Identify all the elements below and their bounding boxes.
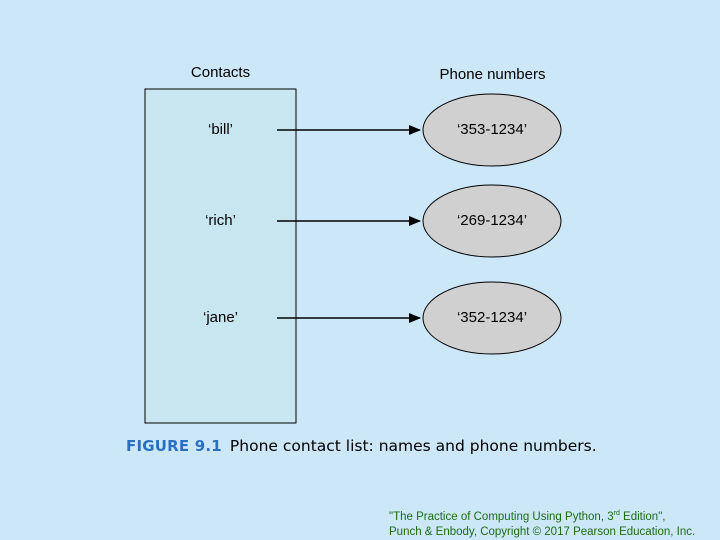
copyright-credit: "The Practice of Computing Using Python,… (389, 506, 695, 540)
contact-name-bill: ‘bill’ (207, 121, 233, 138)
phone-ellipse-bill (422, 93, 562, 167)
contact-name-jane: ‘jane’ (202, 309, 239, 326)
phone-ellipse-rich (422, 184, 562, 258)
phone-number-rich: ‘269-1234’ (456, 212, 528, 229)
phone-number-jane: ‘352-1234’ (456, 309, 528, 326)
contacts-box (144, 88, 297, 424)
credit-edition-text: Edition", (619, 510, 666, 523)
credit-title-text: "The Practice of Computing Using Python,… (389, 510, 614, 523)
credit-line-2: Punch & Enbody, Copyright © 2017 Pearson… (389, 525, 696, 538)
phone-numbers-title: Phone numbers (439, 66, 546, 83)
figure-label: FIGURE 9.1 (126, 437, 222, 455)
contact-name-rich: ‘rich’ (205, 212, 236, 229)
caption-text: Phone contact list: names and phone numb… (229, 437, 597, 455)
credit-line-1: "The Practice of Computing Using Python,… (389, 506, 695, 525)
figure-caption: FIGURE 9.1 Phone contact list: names and … (126, 437, 597, 456)
phone-number-bill: ‘353-1234’ (456, 121, 528, 138)
contacts-title: Contacts (190, 64, 251, 81)
phone-ellipse-jane (422, 281, 562, 355)
credit-edition-superscript: rd (613, 510, 620, 517)
